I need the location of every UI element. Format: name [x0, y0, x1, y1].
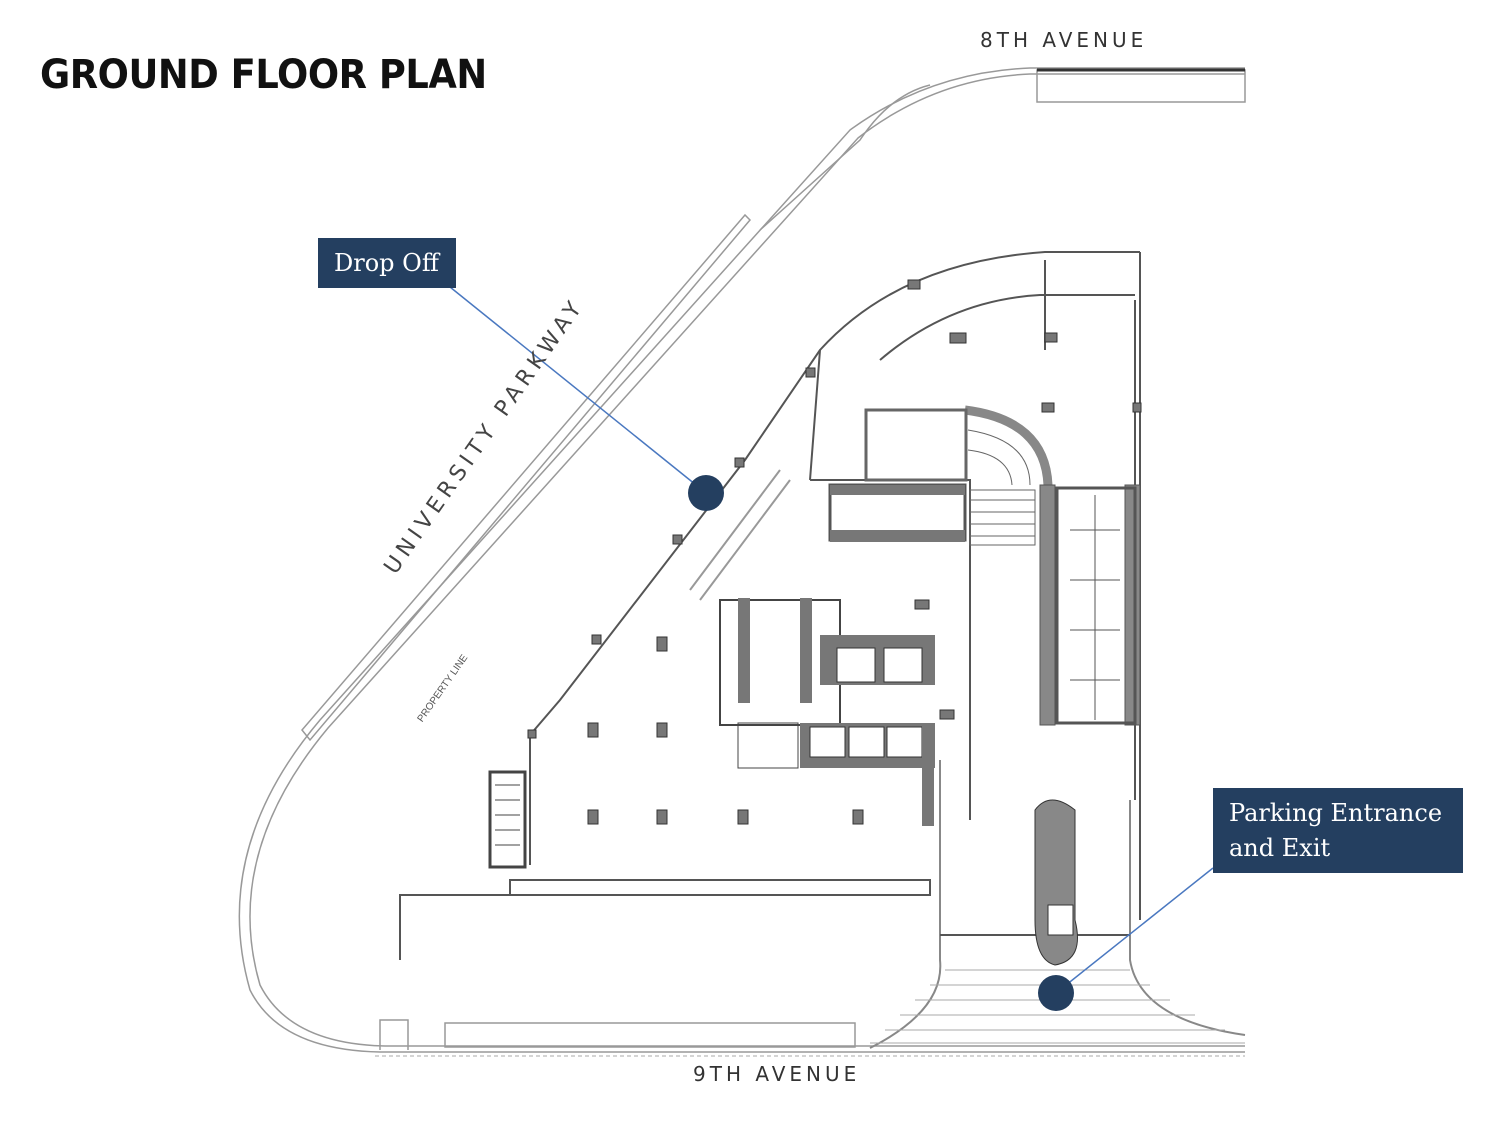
curved-stair	[864, 405, 1053, 546]
drop-off-marker	[688, 475, 724, 511]
parking-ramp-island	[1034, 799, 1078, 966]
drop-off-leader-line	[449, 286, 707, 494]
escalator	[1039, 484, 1141, 726]
street-label-8th-avenue: 8TH AVENUE	[980, 28, 1148, 52]
street-label-9th-avenue: 9TH AVENUE	[693, 1062, 861, 1086]
parking-leader-line	[1055, 867, 1214, 994]
page-title: GROUND FLOOR PLAN	[40, 52, 487, 98]
property-line-label: PROPERTY LINE	[416, 653, 471, 725]
parking-marker	[1038, 975, 1074, 1011]
site-boundary	[238, 67, 1246, 1053]
parking-entrance-callout: Parking Entrance and Exit	[1213, 788, 1463, 873]
building-core	[488, 483, 967, 869]
columns	[527, 279, 1142, 825]
drop-off-callout: Drop Off	[318, 238, 456, 288]
